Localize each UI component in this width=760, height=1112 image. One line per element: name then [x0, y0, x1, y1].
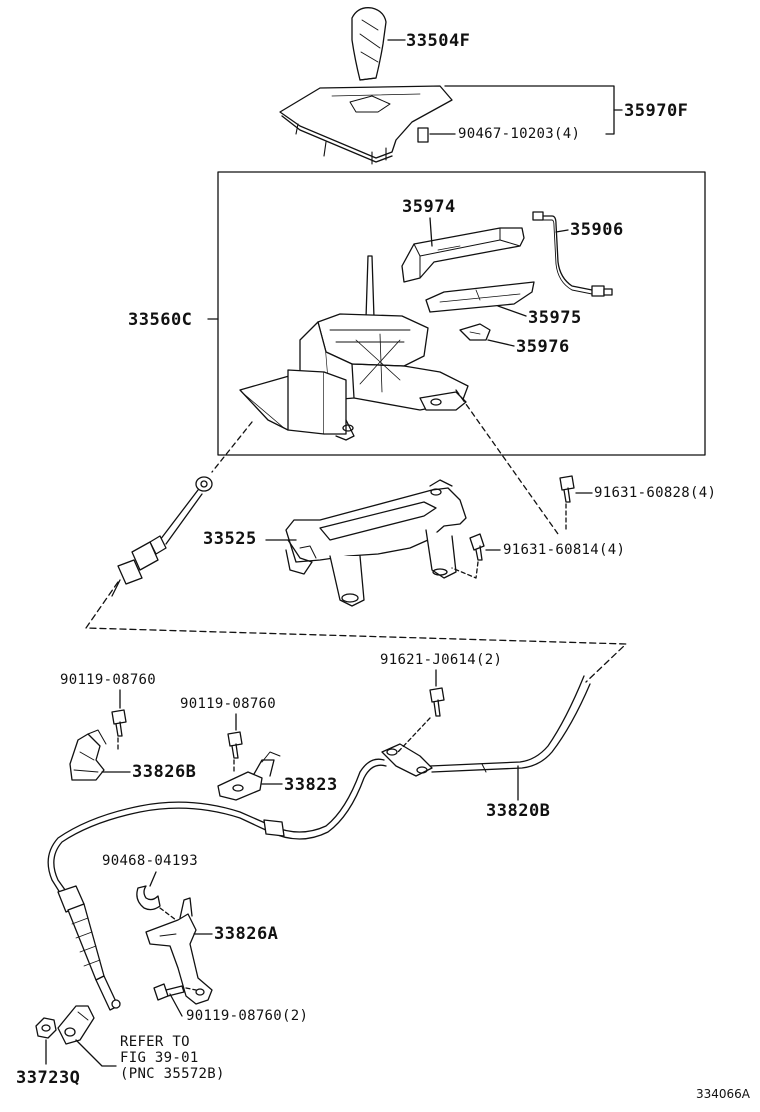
dash-bolt-lower-bracket	[185, 987, 197, 991]
leader-retainer	[149, 871, 157, 887]
callout-shift-knob[interactable]: 33504F	[406, 31, 471, 51]
mid-clamp-drawing[interactable]	[217, 751, 281, 801]
bolt-upper-drawing[interactable]	[559, 475, 575, 503]
refer-note[interactable]: REFER TO FIG 39-01 (PNC 35572B)	[120, 1034, 225, 1082]
callout-bolt-cable-plate[interactable]: 91621-J0614(2)	[380, 652, 503, 668]
left-clamp-drawing[interactable]	[69, 729, 107, 781]
leader-refer-note	[75, 1039, 117, 1067]
dash-retainer	[159, 907, 177, 921]
callout-mid-clamp[interactable]: 33823	[284, 775, 338, 795]
callout-retainer[interactable]: 90468-04193	[102, 853, 199, 869]
callout-slide-plate[interactable]: 35975	[528, 308, 582, 328]
wire-harness-drawing[interactable]	[532, 211, 613, 297]
callout-bolt-mid-clamp[interactable]: 90119-08760	[180, 696, 277, 712]
callout-shift-cable[interactable]: 33820B	[486, 801, 551, 821]
dash-shifter-to-bracket	[455, 389, 559, 535]
dash-bolt-lower	[451, 561, 479, 579]
callout-bolt-lower-bracket[interactable]: 90119-08760(2)	[186, 1008, 309, 1024]
shifter-bracket-drawing[interactable]	[285, 479, 467, 607]
refer-note-line2: FIG 39-01	[120, 1050, 199, 1067]
shift-cable-drawing[interactable]	[47, 675, 591, 1011]
assembly-box	[217, 171, 706, 456]
bolt-lower-bracket-drawing[interactable]	[153, 983, 185, 1001]
callout-nut[interactable]: 33723Q	[16, 1068, 81, 1088]
callout-lower-bracket[interactable]: 33826A	[214, 924, 279, 944]
console-panel-drawing[interactable]	[279, 85, 453, 165]
cable-end-upper-drawing[interactable]	[111, 476, 213, 597]
callout-bolt-lower[interactable]: 91631-60814(4)	[503, 542, 626, 558]
indicator-housing-drawing[interactable]	[401, 227, 525, 283]
dash-bolt-cable-plate	[397, 717, 431, 753]
dash-cable-section	[85, 581, 627, 683]
leader-clip	[487, 339, 515, 347]
callout-bolt-upper[interactable]: 91631-60828(4)	[594, 485, 717, 501]
slide-plate-drawing[interactable]	[425, 281, 535, 313]
dash-shifter-to-cable	[211, 421, 253, 473]
bolt-lower-drawing[interactable]	[469, 533, 485, 561]
lower-bracket-drawing[interactable]	[145, 897, 213, 1005]
callout-wire[interactable]: 35906	[570, 220, 624, 240]
callout-console-panel[interactable]: 35970F	[624, 101, 689, 121]
refer-note-line3: (PNC 35572B)	[120, 1066, 225, 1083]
figure-code: 334066A	[696, 1087, 751, 1101]
leader-wire	[555, 229, 569, 233]
lever-end-drawing[interactable]	[57, 1005, 95, 1045]
clip-drawing[interactable]	[459, 323, 491, 341]
shift-knob-drawing[interactable]	[351, 7, 387, 81]
callout-left-clamp[interactable]: 33826B	[132, 762, 197, 782]
leader-bolt-lower-bracket	[169, 993, 183, 1017]
retainer-drawing[interactable]	[136, 885, 161, 911]
callout-panel-screw[interactable]: 90467-10203(4)	[458, 126, 581, 142]
callout-shifter-assembly[interactable]: 33560C	[128, 310, 193, 330]
leader-indicator	[429, 217, 433, 247]
shifter-assembly-drawing[interactable]	[239, 255, 469, 441]
bolt-left-clamp-drawing[interactable]	[111, 709, 127, 737]
callout-clip[interactable]: 35976	[516, 337, 570, 357]
bolt-mid-clamp-drawing[interactable]	[227, 731, 243, 759]
callout-shifter-bracket[interactable]: 33525	[203, 529, 257, 549]
leader-slide-plate	[497, 305, 527, 317]
callout-indicator[interactable]: 35974	[402, 197, 456, 217]
bolt-cable-plate-drawing[interactable]	[429, 687, 445, 717]
refer-note-line1: REFER TO	[120, 1034, 190, 1050]
callout-bolt-left-clamp[interactable]: 90119-08760	[60, 672, 157, 688]
nut-drawing[interactable]	[35, 1017, 57, 1039]
